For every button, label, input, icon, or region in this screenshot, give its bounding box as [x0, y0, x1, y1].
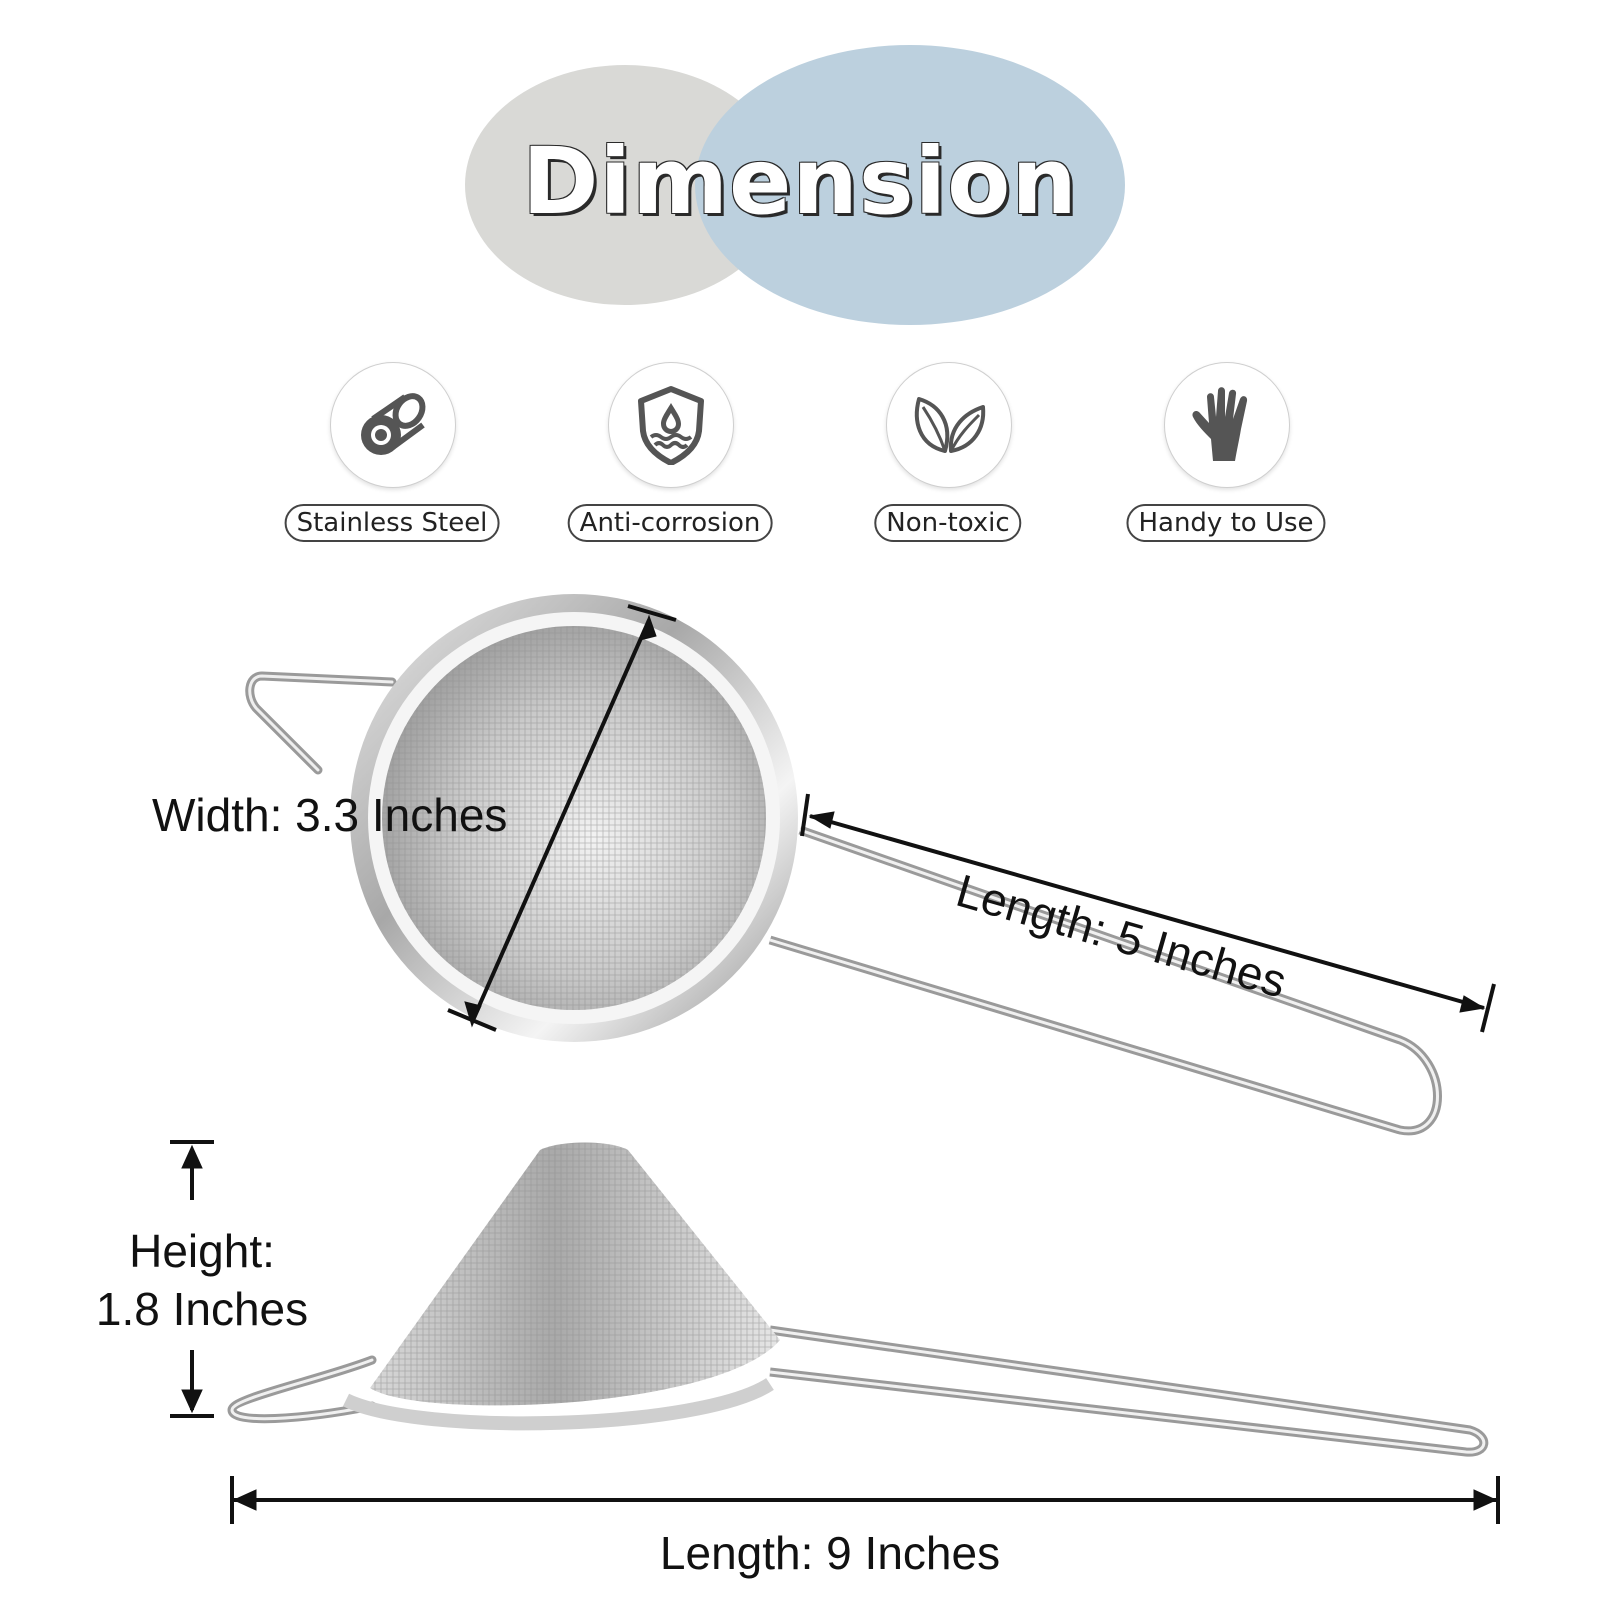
feature-circle — [608, 362, 734, 488]
leaves-icon — [914, 397, 986, 453]
feature-label: Anti-corrosion — [567, 504, 773, 542]
feature-circle — [1164, 362, 1290, 488]
height-dimension-line — [170, 1140, 214, 1418]
feature-stainless-steel: Stainless Steel — [262, 362, 522, 542]
right-ellipse — [695, 45, 1125, 325]
header: Dimension — [0, 0, 1600, 340]
feature-handy-to-use: Handy to Use — [1096, 362, 1356, 542]
feature-label: Stainless Steel — [284, 504, 500, 542]
steel-pipe-icon — [361, 393, 426, 455]
feature-circle — [330, 362, 456, 488]
feature-anti-corrosion: Anti-corrosion — [540, 362, 800, 542]
width-dimension-line — [447, 604, 677, 1032]
side-handle-wire — [769, 1325, 1489, 1457]
header-ellipses — [465, 45, 1125, 325]
strainer-top-view — [245, 594, 1442, 1136]
head-length-dimension-line — [800, 793, 1496, 1033]
height-label-line2: 1.8 Inches — [95, 1283, 309, 1335]
width-label: Width: 3.3 Inches — [152, 789, 508, 841]
total-length-label: Length: 9 Inches — [659, 1527, 1001, 1579]
strainer-side-view — [227, 1142, 1489, 1457]
left-ellipse — [465, 65, 785, 305]
glove-icon — [1192, 387, 1248, 461]
side-rim — [342, 1378, 774, 1431]
feature-non-toxic: Non-toxic — [818, 362, 1078, 542]
total-length-dimension-line — [230, 1476, 1500, 1524]
page-title: Dimension — [522, 128, 1078, 235]
feature-circle — [886, 362, 1012, 488]
feature-label: Handy to Use — [1126, 504, 1326, 542]
shield-drop-icon — [638, 386, 704, 465]
height-label-line1: Height: — [129, 1225, 275, 1277]
handle-wire — [768, 825, 1442, 1136]
feature-label: Non-toxic — [874, 504, 1022, 542]
